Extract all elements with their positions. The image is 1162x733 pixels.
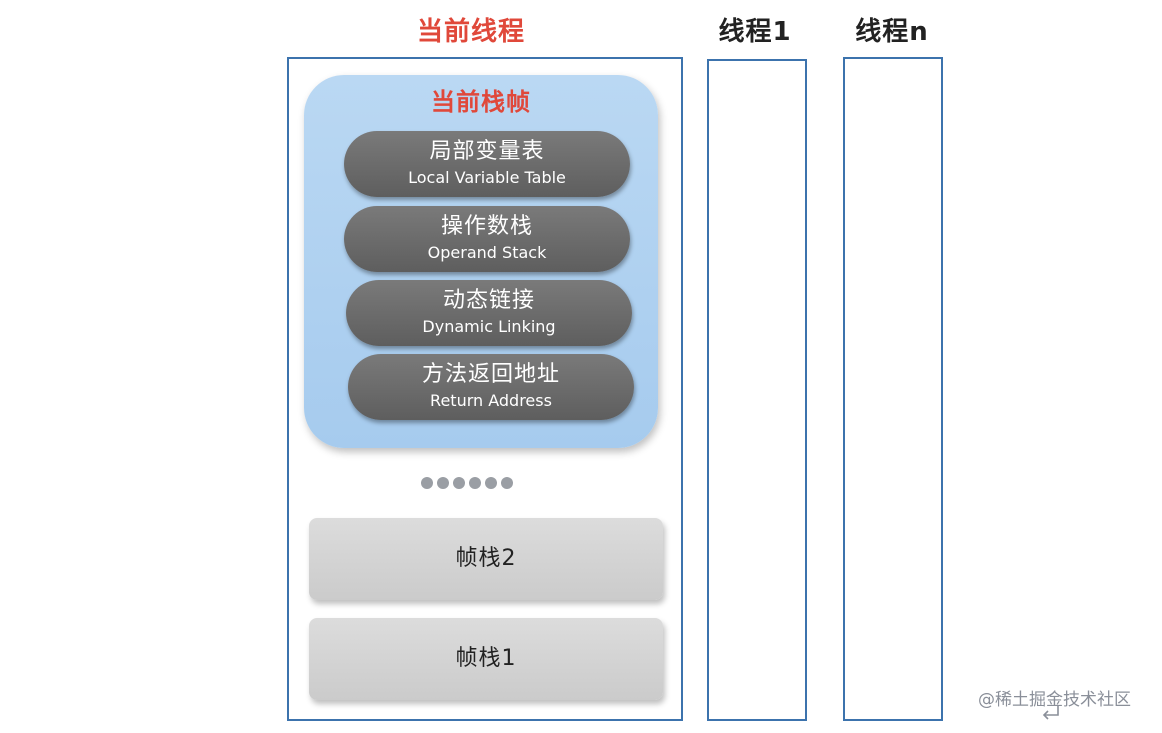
- current-thread-title: 当前线程: [416, 17, 525, 47]
- stack-frame-2: 帧栈2: [309, 518, 663, 600]
- ellipsis-dot: [437, 477, 449, 489]
- operand-stack: 操作数栈 Operand Stack: [344, 206, 630, 272]
- thread-1-box: [707, 59, 807, 721]
- thread-1-title: 线程1: [718, 17, 792, 47]
- current-stack-frame-title: 当前栈帧: [431, 88, 531, 116]
- ellipsis-dot: [469, 477, 481, 489]
- ellipsis-dot: [453, 477, 465, 489]
- dynamic-linking: 动态链接 Dynamic Linking: [346, 280, 632, 346]
- dynamic-linking-en-label: Dynamic Linking: [422, 317, 556, 336]
- return-address-cn-label: 方法返回地址: [421, 362, 560, 387]
- thread-n-title: 线程n: [855, 17, 929, 47]
- return-address-en-label: Return Address: [430, 391, 552, 410]
- current-stack-frame: 当前栈帧 局部变量表 Local Variable Table 操作数栈 Ope…: [304, 75, 658, 448]
- watermark: @稀土掘金技术社区: [978, 690, 1131, 710]
- dynamic-linking-cn-label: 动态链接: [442, 288, 535, 313]
- local-variable-table: 局部变量表 Local Variable Table: [344, 131, 630, 197]
- local-variable-table-en-label: Local Variable Table: [408, 168, 566, 187]
- ellipsis-dot: [501, 477, 513, 489]
- stack-frame-1: 帧栈1: [309, 618, 663, 700]
- ellipsis-dot: [485, 477, 497, 489]
- thread-n-box: [843, 57, 943, 721]
- return-address: 方法返回地址 Return Address: [348, 354, 634, 420]
- local-variable-table-cn-label: 局部变量表: [429, 139, 545, 164]
- operand-stack-cn-label: 操作数栈: [440, 214, 533, 239]
- ellipsis-dot: [421, 477, 433, 489]
- ellipsis-dots: [421, 477, 513, 491]
- return-arrow-icon: [1042, 706, 1059, 720]
- operand-stack-en-label: Operand Stack: [427, 243, 547, 262]
